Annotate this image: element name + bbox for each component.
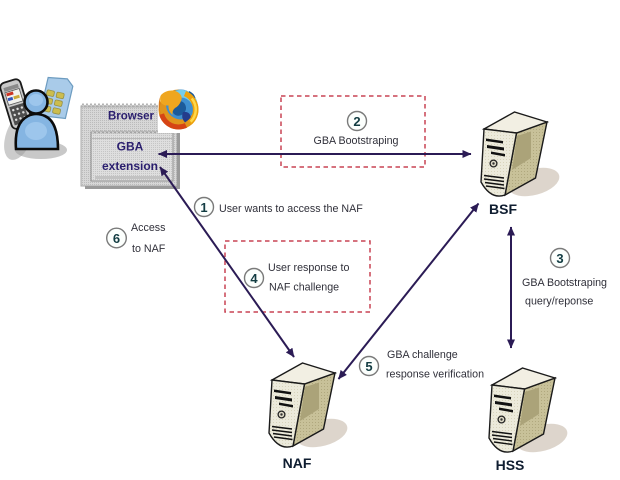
svg-text:HSS: HSS <box>496 457 525 473</box>
svg-text:BSF: BSF <box>489 201 517 217</box>
svg-text:2: 2 <box>353 114 360 129</box>
svg-text:extension: extension <box>102 159 158 173</box>
svg-text:GBA: GBA <box>117 140 144 154</box>
svg-text:User wants to access the NAF: User wants to access the NAF <box>219 203 363 215</box>
svg-text:to NAF: to NAF <box>132 243 166 255</box>
svg-text:GBA challenge: GBA challenge <box>387 349 458 361</box>
svg-text:GBA Bootstraping: GBA Bootstraping <box>522 277 607 289</box>
svg-text:6: 6 <box>113 231 120 246</box>
svg-text:1: 1 <box>200 200 207 215</box>
svg-text:response verification: response verification <box>386 369 484 381</box>
svg-text:NAF challenge: NAF challenge <box>269 282 339 294</box>
svg-text:NAF: NAF <box>283 455 312 471</box>
svg-text:Access: Access <box>131 222 165 234</box>
svg-text:query/reponse: query/reponse <box>525 296 593 308</box>
svg-text:User response to: User response to <box>268 262 349 274</box>
svg-text:GBA Bootstraping: GBA Bootstraping <box>314 135 399 147</box>
svg-text:Browser: Browser <box>108 111 155 123</box>
svg-text:5: 5 <box>365 359 372 374</box>
svg-text:3: 3 <box>556 251 563 266</box>
svg-text:4: 4 <box>250 271 258 286</box>
